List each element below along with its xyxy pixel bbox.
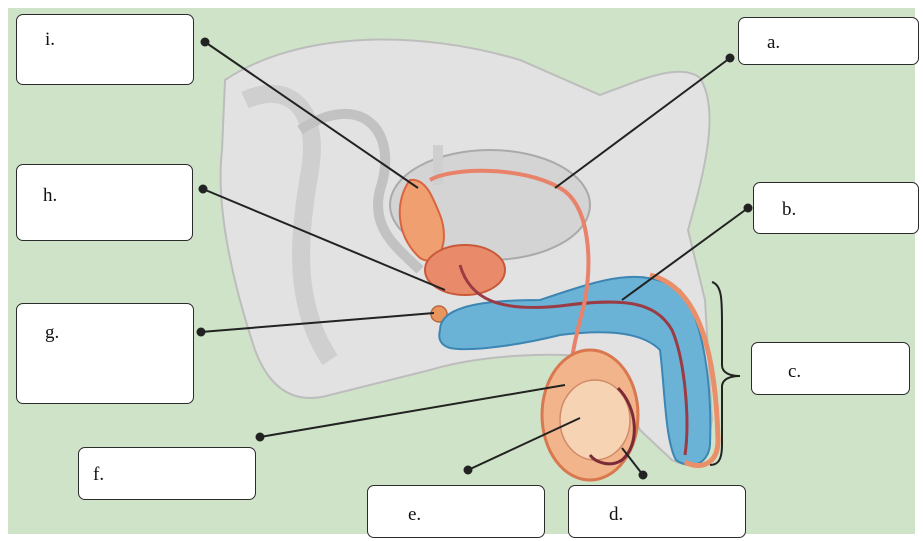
label-box-d[interactable]: d.	[568, 485, 746, 538]
leader-dot-f	[257, 434, 264, 441]
label-letter-a: a.	[767, 32, 780, 54]
leader-dot-b	[745, 205, 752, 212]
label-letter-e: e.	[408, 504, 421, 526]
label-box-f[interactable]: f.	[78, 447, 256, 500]
label-box-h[interactable]: h.	[16, 164, 193, 241]
testis	[560, 380, 630, 460]
leader-dot-g	[198, 329, 205, 336]
label-box-b[interactable]: b.	[753, 182, 919, 234]
label-box-e[interactable]: e.	[367, 485, 545, 538]
label-letter-i: i.	[45, 29, 55, 51]
label-letter-c: c.	[788, 361, 801, 383]
label-letter-f: f.	[93, 464, 104, 486]
label-letter-g: g.	[45, 322, 59, 344]
label-box-a[interactable]: a.	[738, 17, 919, 65]
leader-dot-a	[727, 55, 734, 62]
label-box-i[interactable]: i.	[16, 14, 194, 85]
label-letter-h: h.	[43, 185, 57, 207]
leader-dot-h	[200, 186, 207, 193]
leader-dot-i	[202, 39, 209, 46]
leader-dot-e	[465, 467, 472, 474]
label-letter-d: d.	[609, 504, 623, 526]
label-box-g[interactable]: g.	[16, 303, 194, 404]
label-box-c[interactable]: c.	[751, 342, 910, 395]
leader-dot-d	[640, 472, 647, 479]
label-letter-b: b.	[782, 199, 796, 221]
